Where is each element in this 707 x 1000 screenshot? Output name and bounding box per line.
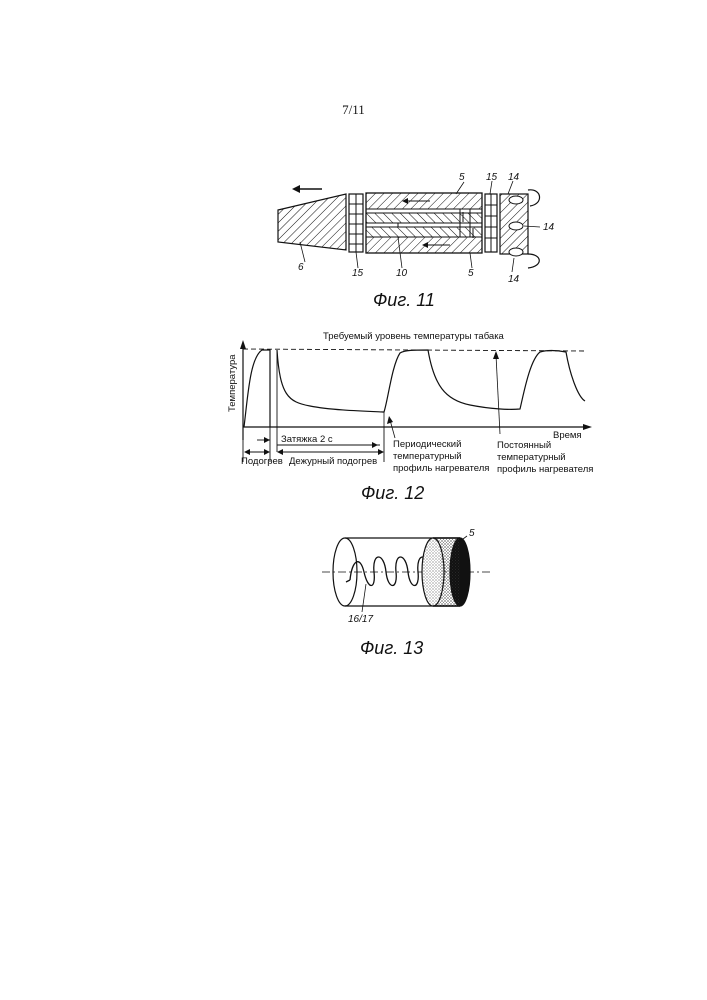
figure-11-caption: Фиг. 11 [373, 290, 435, 311]
label-constant-1: Постоянный [497, 440, 551, 451]
label-required-level: Требуемый уровень температуры табака [323, 331, 505, 342]
label-periodic-1: Периодический [393, 439, 461, 450]
label-14-top: 14 [508, 172, 520, 183]
label-15-bottom: 15 [352, 268, 364, 279]
label-5-top: 5 [459, 172, 465, 183]
filter-15-left [349, 194, 363, 252]
label-14-bottom: 14 [508, 274, 520, 285]
filter-15-right [485, 194, 497, 252]
label-constant-2: температурный [497, 452, 566, 463]
figure-13-drawing [322, 536, 490, 612]
label-preheat: Подогрев [241, 456, 283, 467]
label-constant-3: профиль нагревателя [497, 464, 593, 475]
label-periodic-3: профиль нагревателя [393, 463, 489, 474]
x-axis-label: Время [553, 430, 582, 441]
figure-13-caption: Фиг. 13 [360, 638, 423, 659]
y-axis-label: Температура [227, 354, 238, 412]
mouthpiece-6 [278, 194, 346, 250]
label-14-mid: 14 [543, 222, 555, 233]
label-15-top: 15 [486, 172, 498, 183]
label-6: 6 [298, 262, 304, 273]
label-5-fig13: 5 [469, 528, 475, 539]
label-standby: Дежурный подогрев [289, 456, 377, 467]
temperature-profile-curve [244, 350, 585, 427]
cap-14 [500, 190, 540, 268]
label-16-17: 16/17 [348, 614, 373, 625]
label-periodic-2: температурный [393, 451, 462, 462]
label-puff: Затяжка 2 с [281, 434, 333, 445]
label-5-bottom: 5 [468, 268, 474, 279]
label-10: 10 [396, 268, 408, 279]
direction-arrow [292, 185, 322, 193]
figure-12-caption: Фиг. 12 [361, 483, 424, 504]
